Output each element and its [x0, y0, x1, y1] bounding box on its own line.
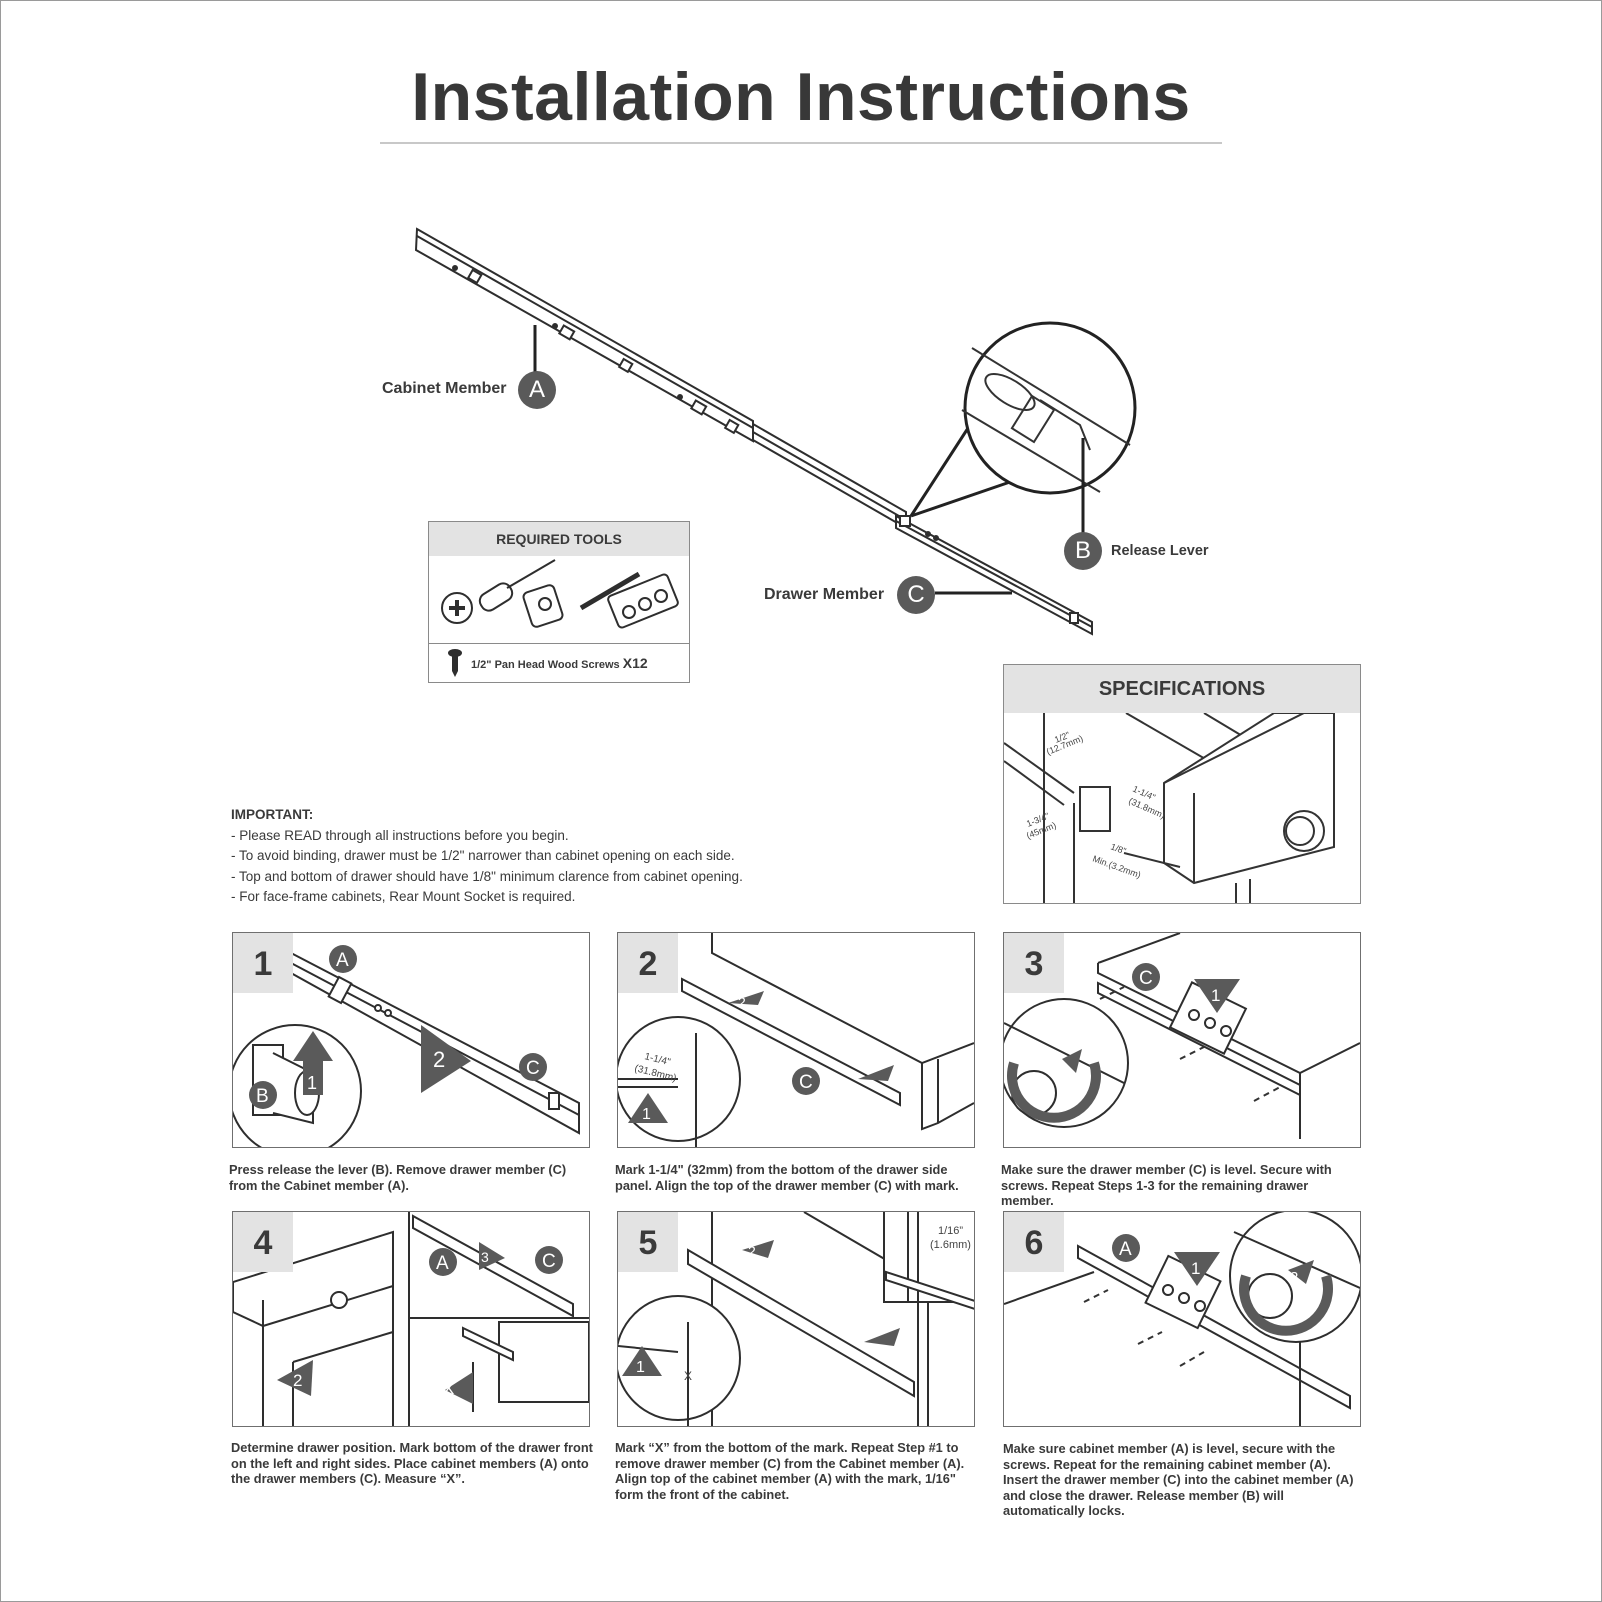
step-6-caption: Make sure cabinet member (A) is level, s…: [1003, 1441, 1354, 1518]
mark-1: 1: [1191, 1259, 1200, 1278]
spec-dim-eighth-inch: 1/8": [1109, 841, 1127, 856]
drawer-member-rail: [895, 514, 1093, 636]
step-2-panel: 1 2 C 1-1/4" (31.8mm) 2: [617, 932, 975, 1148]
intermediate-rail: [752, 422, 907, 530]
required-tools-heading: REQUIRED TOOLS: [429, 522, 689, 556]
mark-c: C: [1139, 968, 1153, 989]
step-5-panel: 2 1 X 1/16” (1.6mm) 5: [617, 1211, 975, 1427]
required-tools-box: REQUIRED TOOLS 1/2" Pan Head Wood Screws…: [428, 521, 690, 683]
arrow-1-icon: [622, 1346, 662, 1376]
page-title: Installation Instructions: [411, 59, 1191, 135]
mark-c: C: [542, 1251, 556, 1272]
mark-1: 1: [642, 1106, 651, 1123]
step-3-caption: Make sure the drawer member (C) is level…: [1001, 1162, 1332, 1208]
arrow-2-icon: [1062, 1049, 1082, 1073]
pencil-icon: [579, 571, 641, 611]
mark-2: 2: [738, 994, 746, 1010]
step-5-illustration: 2 1 X 1/16” (1.6mm): [618, 1212, 974, 1426]
release-lever-label: Release Lever: [1111, 543, 1209, 559]
arrow-2-icon: [864, 1328, 900, 1346]
arrow-2-icon: [742, 1240, 774, 1258]
mark-2: 2: [1060, 1060, 1068, 1077]
dim-1-16: 1/16”: [938, 1225, 963, 1237]
screws-qty: X12: [622, 655, 648, 671]
screws-row: 1/2" Pan Head Wood Screws X12: [429, 643, 689, 682]
tools-illustration: [441, 559, 679, 629]
callout-c: C: [897, 576, 935, 614]
screwdriver-icon: [478, 582, 514, 612]
arrow-1-icon: [628, 1093, 668, 1123]
arrow-2-icon: [728, 991, 764, 1005]
cabinet-member-rail: [414, 227, 754, 443]
step-3-number: 3: [1004, 933, 1064, 993]
step-1-number: 1: [233, 933, 293, 993]
mark-1: 1: [1211, 986, 1220, 1005]
important-item: - To avoid binding, drawer must be 1/2" …: [231, 848, 735, 863]
important-item: - Top and bottom of drawer should have 1…: [231, 868, 743, 884]
slide-overview-illustration: [414, 227, 1137, 636]
mark-b: B: [256, 1086, 269, 1107]
callout-b: B: [1064, 532, 1102, 570]
step-5-number: 5: [618, 1212, 678, 1272]
step-6-number: 6: [1004, 1212, 1064, 1272]
step-1-illustration: 2 1 A B C: [233, 945, 580, 1147]
screws-text: 1/2" Pan Head Wood Screws: [471, 659, 620, 671]
mark-1: 2: [293, 1371, 302, 1390]
step-4-number: 4: [233, 1212, 293, 1272]
callout-a: A: [518, 371, 556, 409]
cabinet-member-label: Cabinet Member: [382, 380, 507, 397]
step-2-number: 2: [618, 933, 678, 993]
mark-3: X: [443, 1379, 454, 1398]
important-item: - Please READ through all instructions b…: [231, 827, 569, 843]
step-2-caption: Mark 1-1/4" (32mm) from the bottom of th…: [615, 1162, 959, 1193]
title-divider: [380, 142, 1222, 144]
step-4-illustration: 2 3 X A C: [233, 1212, 589, 1426]
mark-2: 2: [1290, 1269, 1298, 1286]
dim-1-6mm: (1.6mm): [930, 1239, 971, 1251]
mark-c: C: [799, 1072, 813, 1093]
step-4-caption: Determine drawer position. Mark bottom o…: [231, 1440, 593, 1486]
mark-x: X: [684, 1369, 692, 1383]
specifications-drawing: 1/2" (12.7mm) 1-1/4" (31.8mm) 1-3/4" (45…: [1004, 713, 1335, 903]
arrow-1-icon: [293, 1031, 333, 1095]
spec-dim-eighth-mm: Min.(3.2mm): [1091, 853, 1142, 880]
arrow-2-icon: [858, 1065, 894, 1081]
step-4-panel: 2 3 X A C 4: [232, 1211, 590, 1427]
arrow-1-icon: [1174, 1252, 1220, 1286]
arrow-1-icon: [277, 1360, 313, 1396]
important-item: - For face-frame cabinets, Rear Mount So…: [231, 889, 576, 904]
mark-a: A: [336, 950, 349, 971]
drawer-member-label: Drawer Member: [764, 586, 885, 603]
arrow-2-icon: [1288, 1260, 1314, 1284]
important-heading: IMPORTANT:: [231, 807, 314, 822]
mark-1: 1: [307, 1073, 317, 1093]
mark-2: 2: [748, 1243, 756, 1259]
step-1-caption: Press release the lever (B). Remove draw…: [229, 1162, 567, 1193]
step-3-panel: 1 2 C 3: [1003, 932, 1361, 1148]
specifications-heading: SPECIFICATIONS: [1004, 665, 1360, 713]
arrow-2-icon: [479, 1242, 505, 1270]
step-2-illustration: 1 2 C 1-1/4" (31.8mm): [618, 933, 974, 1147]
release-lever-zoom: [909, 321, 1137, 537]
step-1-panel: 2 1 A B C 1: [232, 932, 590, 1148]
rotate-arrow-icon: [1239, 1274, 1333, 1336]
step-6-illustration: 1 2 A: [1004, 1212, 1360, 1426]
mark-1: 1: [636, 1359, 645, 1376]
mark-a: A: [1119, 1239, 1132, 1260]
arrow-2-icon: [421, 1025, 471, 1093]
step-3-illustration: 1 2 C: [1004, 933, 1360, 1139]
step-6-panel: 1 2 A 6: [1003, 1211, 1361, 1427]
important-notes: IMPORTANT: - Please READ through all ins…: [231, 805, 743, 908]
screw-icon: [448, 649, 462, 677]
arrow-1-icon: [1194, 979, 1240, 1013]
mark-c: C: [526, 1058, 540, 1079]
arrow-3-icon: [445, 1372, 473, 1404]
rotate-arrow-icon: [1007, 1061, 1101, 1123]
specifications-box: SPECIFICATIONS 1/2" (12.7mm) 1-1/4" (31.…: [1003, 664, 1361, 904]
mark-a: A: [436, 1253, 449, 1274]
step-5-caption: Mark “X” from the bottom of the mark. Re…: [615, 1440, 965, 1502]
mark-2: 3: [481, 1249, 489, 1265]
mark-2: 2: [433, 1047, 445, 1072]
